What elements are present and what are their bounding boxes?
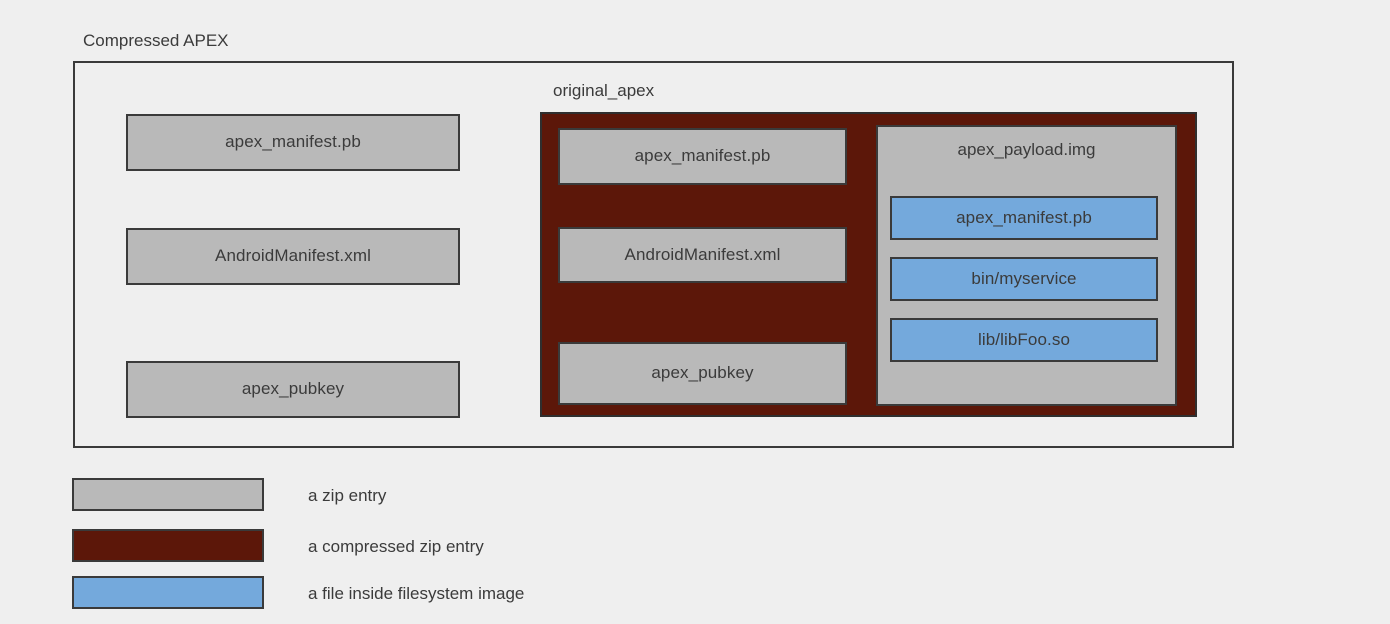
fs-file-lib-libfoo-so: lib/libFoo.so — [890, 318, 1158, 362]
legend-label-compressed-zip-entry: a compressed zip entry — [308, 537, 484, 556]
compressed-apex-label: Compressed APEX — [83, 31, 229, 50]
zip-entry-apex-manifest-pb: apex_manifest.pb — [126, 114, 460, 171]
fs-file-apex-manifest-pb: apex_manifest.pb — [890, 196, 1158, 240]
inner-zip-entry-apex-manifest-pb: apex_manifest.pb — [558, 128, 847, 185]
zip-entry-apex-pubkey: apex_pubkey — [126, 361, 460, 418]
original-apex-label: original_apex — [553, 81, 655, 100]
fs-file-bin-myservice: bin/myservice — [890, 257, 1158, 301]
inner-zip-entry-androidmanifest-xml: AndroidManifest.xml — [558, 227, 847, 283]
apex-payload-img-label: apex_payload.img — [957, 140, 1096, 159]
legend-swatch-filesystem-file — [72, 576, 264, 609]
legend-label-filesystem-file: a file inside filesystem image — [308, 584, 525, 603]
legend-swatch-zip-entry — [72, 478, 264, 511]
legend-label-zip-entry: a zip entry — [308, 486, 387, 505]
inner-zip-entry-apex-pubkey: apex_pubkey — [558, 342, 847, 405]
legend-swatch-compressed-zip-entry — [72, 529, 264, 562]
zip-entry-androidmanifest-xml: AndroidManifest.xml — [126, 228, 460, 285]
